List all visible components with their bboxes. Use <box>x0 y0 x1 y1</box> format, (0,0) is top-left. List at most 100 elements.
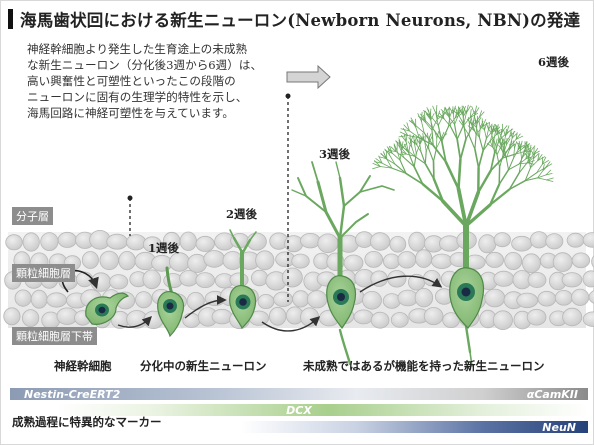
dendrite-branch <box>458 120 465 128</box>
dendrite-branch <box>466 118 474 126</box>
tissue-cell <box>485 251 505 268</box>
stage-label-week3: 3週後 <box>319 147 351 161</box>
description-line: 海馬回路に神経可塑性を与えています。 <box>27 106 234 120</box>
dendrite-branch <box>490 132 495 142</box>
dendrite-branch <box>478 111 485 118</box>
dendrite-branch <box>472 116 475 126</box>
tissue-cell <box>30 289 48 309</box>
dendrite-branch <box>403 143 408 151</box>
dendrite-branch <box>444 160 460 191</box>
dendrite-branch <box>530 158 534 169</box>
dendrite-branch <box>529 144 532 153</box>
tissue-cell <box>511 235 533 252</box>
dendrite-branch <box>498 169 510 186</box>
tissue-cell <box>423 270 441 287</box>
dendrite-branch <box>482 137 487 152</box>
dendrite-branch <box>486 143 493 148</box>
tissue-cell <box>81 251 99 269</box>
dendrite-branch <box>505 137 508 146</box>
dendrite-branch <box>530 160 539 169</box>
dendrite-branch <box>508 144 514 151</box>
dendrite-branch <box>502 147 511 156</box>
dendrite-branch <box>452 109 459 116</box>
tissue-cell <box>46 292 67 308</box>
dendrite-branch <box>505 157 510 171</box>
dendrite-branch <box>518 140 521 150</box>
dendrite-branch <box>470 123 475 131</box>
tissue-cell <box>284 235 304 253</box>
dendrite-branch <box>525 152 528 160</box>
neuron-week1-icon <box>157 266 185 338</box>
dendrite-branch <box>524 167 531 182</box>
dendrite-branch <box>457 158 462 191</box>
dendrite-branch <box>438 112 445 120</box>
description-line: な新生ニューロン（分化後3週から6週）は、 <box>27 58 263 72</box>
neuron-week6-soma <box>449 267 485 329</box>
dendrite-branch <box>413 139 418 146</box>
dendrite-branch <box>401 142 408 150</box>
dendrite-branch <box>462 105 467 114</box>
dendrite-branch <box>479 120 484 129</box>
dendrite-branch <box>532 151 534 160</box>
dendrite-branch <box>440 199 468 228</box>
dendrite-branch <box>546 179 554 182</box>
tissue-cell <box>423 307 444 326</box>
dendrite-branch <box>478 137 484 152</box>
dendrite-branch <box>403 133 407 143</box>
dendrite-branch <box>432 177 445 203</box>
tissue-cell <box>118 251 136 271</box>
dendrite-branch <box>503 129 506 137</box>
label-dividing-neuron: 分化中の新生ニューロン <box>140 359 267 373</box>
dendrite-branch <box>450 126 458 140</box>
dendrite-branch <box>542 163 545 172</box>
dendrite-branch <box>424 162 435 180</box>
dendrite-branch <box>417 115 426 121</box>
dendrite-branch <box>429 115 439 126</box>
marker-label-camk: αCamKII <box>526 387 578 401</box>
dendrite-branch <box>408 120 416 126</box>
tissue-cell <box>582 232 594 248</box>
dendrite-branch <box>509 140 513 149</box>
dendrite-branch <box>380 152 387 160</box>
dendrite-branch <box>477 169 492 194</box>
dendrite-branch <box>464 324 472 354</box>
tissue-cell <box>126 234 147 251</box>
tissue-cell <box>561 272 583 288</box>
dendrite-branch <box>515 135 524 140</box>
dendrite-branch <box>527 157 533 164</box>
tissue-cell <box>493 270 515 287</box>
dendrite-branch <box>481 119 487 127</box>
dendrite-branch <box>431 129 434 146</box>
dendrite-branch <box>501 150 507 159</box>
dendrite-branch <box>461 105 464 114</box>
dendrite-branch <box>508 179 526 191</box>
dendrite-branch <box>467 125 475 131</box>
dendrite-branch <box>533 150 536 160</box>
dendrite-branch <box>475 119 479 128</box>
dendrite-branch <box>489 157 504 172</box>
dendrite-branch <box>440 140 447 163</box>
dendrite-branch <box>393 143 398 152</box>
tissue-cell <box>582 311 594 327</box>
dendrite-branch <box>415 126 420 139</box>
dendrite-branch <box>518 158 527 165</box>
dendrite-branch <box>482 140 491 152</box>
tissue-cell <box>22 232 40 252</box>
dendrite-branch <box>442 111 445 120</box>
tissue-cell <box>364 250 384 268</box>
dendrite-branch <box>546 177 554 181</box>
dendrite-branch <box>401 141 404 150</box>
dendrite-branch <box>401 146 408 151</box>
dendrite-branch <box>420 113 426 121</box>
tissue-cell <box>588 290 594 304</box>
dendrite-branch <box>524 177 539 182</box>
dendrite-branch <box>384 149 393 154</box>
tissue-cell <box>5 234 23 251</box>
dendrite-branch <box>436 138 442 149</box>
tissue-cell <box>203 250 226 268</box>
dendrite-branch <box>413 142 417 154</box>
tissue-cell <box>255 250 275 271</box>
dendrite-branch <box>473 115 478 125</box>
dendrite-branch <box>407 135 420 139</box>
